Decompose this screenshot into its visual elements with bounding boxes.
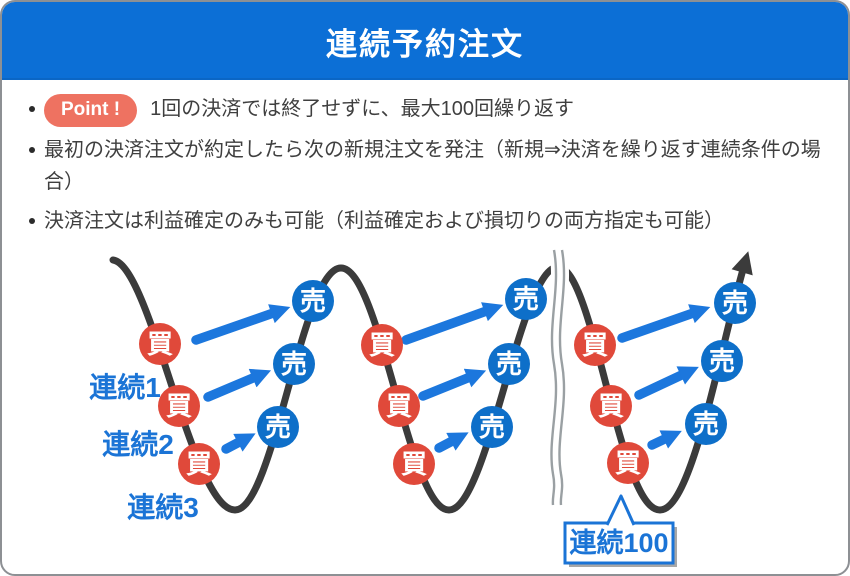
sell-node-label: 売 <box>281 349 307 379</box>
buy-node: 買 <box>178 443 220 485</box>
sell-node-label: 売 <box>722 288 748 318</box>
buy-sell-arrow <box>634 366 699 400</box>
buy-node-label: 買 <box>582 330 608 360</box>
buy-node-label: 買 <box>147 329 173 359</box>
bullet-text-2: 最初の決済注文が約定したら次の新規注文を発注（新規⇒決済を繰り返す連続条件の場合… <box>44 139 821 193</box>
buy-sell-arrow <box>191 304 291 345</box>
buy-sell-arrow <box>647 430 682 450</box>
buy-sell-arrow <box>203 368 272 402</box>
sell-node: 売 <box>273 343 315 385</box>
buy-sell-arrow <box>418 368 487 401</box>
bullet-point-1: Point ! 1回の決済では終了せずに、最大100回繰り返す <box>28 93 822 127</box>
sell-node-label: 売 <box>479 412 505 442</box>
point-badge: Point ! <box>44 94 138 127</box>
buy-node: 買 <box>361 324 403 366</box>
buy-node: 買 <box>139 323 181 365</box>
sell-node-label: 売 <box>265 412 291 442</box>
bullet-text-3: 決済注文は利益確定のみも可能（利益確定および損切りの両方指定も可能） <box>44 210 724 232</box>
buy-node-label: 買 <box>186 449 212 479</box>
bullet-point-2: 最初の決済注文が約定したら次の新規注文を発注（新規⇒決済を繰り返す連続条件の場合… <box>28 134 822 198</box>
sell-node: 売 <box>714 282 756 324</box>
sell-node: 売 <box>488 343 530 385</box>
sell-node-label: 売 <box>496 349 522 379</box>
title-bar: 連続予約注文 <box>2 2 848 80</box>
buy-node-label: 買 <box>598 391 624 421</box>
price-curve <box>109 251 753 514</box>
buy-sell-arrow <box>401 302 504 345</box>
sell-node-label: 売 <box>693 409 719 439</box>
sell-node: 売 <box>292 280 334 322</box>
sequence-label-1: 連続1 <box>89 371 161 403</box>
buy-sell-arrow <box>617 304 711 343</box>
buy-node: 買 <box>590 385 632 427</box>
sequence-100-label: 連続100 <box>569 528 668 558</box>
page-title: 連続予約注文 <box>326 26 524 62</box>
buy-node: 買 <box>158 385 200 427</box>
buy-node-label: 買 <box>615 448 641 478</box>
sell-node: 売 <box>257 406 299 448</box>
buy-node: 買 <box>607 442 649 484</box>
buy-node-label: 買 <box>166 391 192 421</box>
sell-node: 売 <box>471 406 513 448</box>
sell-node: 売 <box>685 403 727 445</box>
buy-node: 買 <box>574 324 616 366</box>
buy-sell-arrow <box>434 432 469 453</box>
buy-node-label: 買 <box>401 449 427 479</box>
chart-break-icon <box>546 249 569 506</box>
bullet-point-3: 決済注文は利益確定のみも可能（利益確定および損切りの両方指定も可能） <box>28 205 822 237</box>
buy-node-label: 買 <box>386 391 412 421</box>
sequence-label-3: 連続3 <box>127 491 199 523</box>
buy-sell-arrow <box>221 433 256 454</box>
sell-node: 売 <box>701 340 743 382</box>
sell-node-label: 売 <box>300 286 326 316</box>
buy-node: 買 <box>393 443 435 485</box>
bullet-text-1: 1回の決済では終了せずに、最大100回繰り返す <box>150 98 575 120</box>
buy-node: 買 <box>378 385 420 427</box>
sequence-label-2: 連続2 <box>102 428 174 460</box>
sell-node-label: 売 <box>513 284 539 314</box>
sell-node: 売 <box>505 278 547 320</box>
buy-node-label: 買 <box>369 330 395 360</box>
order-flow-diagram: 買 買 買 売 売 売 買 買 買 売 売 売 買 買 買 売 売 売 連続1 … <box>89 249 756 567</box>
bullet-list: Point ! 1回の決済では終了せずに、最大100回繰り返す 最初の決済注文が約… <box>2 80 848 237</box>
sell-node-label: 売 <box>709 346 735 376</box>
sequence-100-callout: 連続100 <box>563 494 677 567</box>
